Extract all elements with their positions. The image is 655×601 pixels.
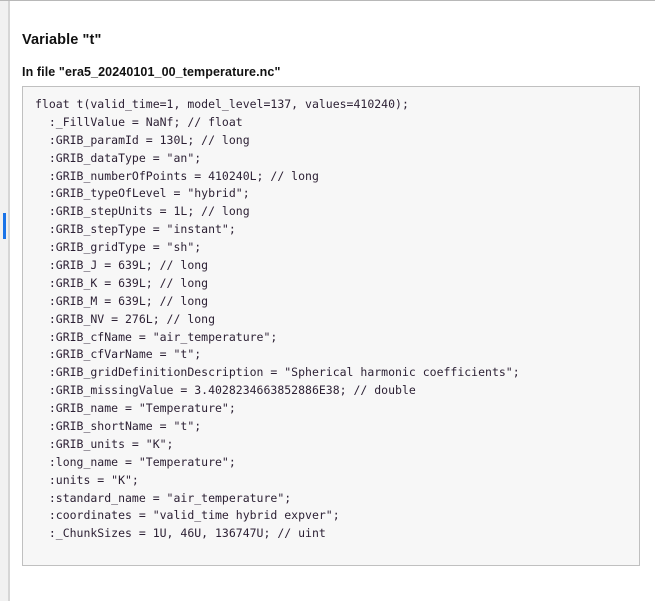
cdl-line: :units = "K"; [35, 472, 139, 487]
cdl-line: :GRIB_K = 639L; // long [35, 275, 209, 290]
scrollbar-thumb[interactable] [3, 213, 6, 239]
source-file-subtitle: In file "era5_20240101_00_temperature.nc… [22, 65, 281, 79]
cdl-line: float t(valid_time=1, model_level=137, v… [35, 97, 409, 111]
cdl-line: :GRIB_missingValue = 3.4028234663852886E… [35, 383, 416, 398]
cdl-code-lines: float t(valid_time=1, model_level=137, v… [23, 87, 639, 543]
cdl-line: :GRIB_M = 639L; // long [35, 293, 209, 308]
cdl-line: :GRIB_stepType = "instant"; [35, 222, 236, 237]
cdl-line: :long_name = "Temperature"; [35, 454, 236, 469]
cdl-line: :GRIB_typeOfLevel = "hybrid"; [35, 186, 250, 201]
cdl-line: :GRIB_paramId = 130L; // long [35, 132, 250, 147]
page-title: Variable "t" [22, 32, 102, 48]
cdl-line: :_FillValue = NaNf; // float [35, 114, 243, 129]
cdl-line: :coordinates = "valid_time hybrid expver… [35, 508, 340, 523]
cdl-line: :GRIB_gridDefinitionDescription = "Spher… [35, 365, 520, 380]
scrollbar-track[interactable] [8, 1, 10, 601]
cdl-line: :GRIB_units = "K"; [35, 436, 174, 451]
cdl-line: :GRIB_cfName = "air_temperature"; [35, 329, 278, 344]
cdl-line: :GRIB_numberOfPoints = 410240L; // long [35, 168, 319, 183]
cdl-line: :GRIB_shortName = "t"; [35, 419, 202, 434]
cdl-line: :_ChunkSizes = 1U, 46U, 136747U; // uint [35, 526, 326, 541]
cdl-line: :GRIB_NV = 276L; // long [35, 311, 216, 326]
content-area: Variable "t" In file "era5_20240101_00_t… [11, 1, 655, 600]
cdl-line: :GRIB_dataType = "an"; [35, 150, 202, 165]
cdl-line: :GRIB_cfVarName = "t"; [35, 347, 202, 362]
cdl-metadata-box[interactable]: float t(valid_time=1, model_level=137, v… [22, 86, 640, 566]
cdl-line: :GRIB_gridType = "sh"; [35, 240, 202, 255]
cdl-line: :GRIB_stepUnits = 1L; // long [35, 204, 250, 219]
cdl-line: :GRIB_J = 639L; // long [35, 258, 209, 273]
cdl-line: :GRIB_name = "Temperature"; [35, 401, 236, 416]
left-gutter [0, 1, 10, 601]
cdl-line: :standard_name = "air_temperature"; [35, 490, 292, 505]
